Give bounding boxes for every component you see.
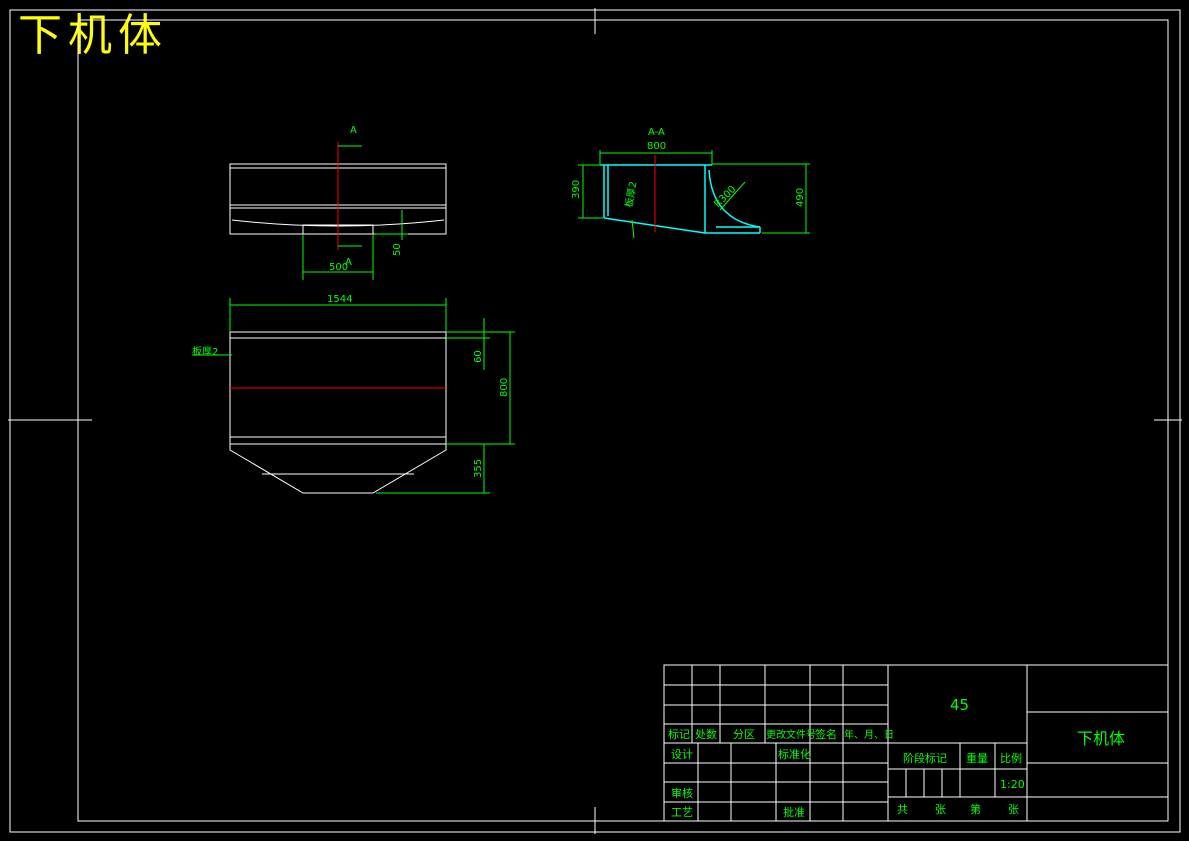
- tb-count: 处数: [695, 728, 717, 741]
- tb-signature: 签名: [815, 727, 837, 741]
- tb-design: 设计: [671, 748, 693, 761]
- drawing-frame: [8, 8, 1182, 834]
- tb-approve: 批准: [783, 805, 805, 819]
- section-radius-note: R300: [712, 184, 738, 210]
- section-mark-bottom: A: [345, 257, 352, 268]
- tb-mark: 标记: [668, 727, 690, 741]
- tb-change-doc: 更改文件号: [766, 728, 816, 741]
- tb-weight: 重量: [966, 751, 988, 765]
- dim-total-length: 1544: [327, 294, 352, 305]
- section-mark-top: A: [350, 125, 357, 136]
- tb-scale: 1:20: [1000, 778, 1025, 791]
- tb-page-no: 第: [970, 802, 981, 816]
- dim-section-left: 390: [571, 180, 582, 199]
- tb-zone: 分区: [733, 728, 755, 741]
- tb-standardization: 标准化: [778, 747, 811, 761]
- dim-hopper-height: 355: [473, 459, 484, 478]
- dim-flange-depth: 50: [392, 243, 403, 256]
- tb-scale-label: 比例: [1000, 751, 1022, 765]
- drawing-title: 下机体: [18, 10, 168, 61]
- top-view: A A 500 50: [229, 125, 447, 280]
- section-view: A-A 800 390 490 板厚2 R300: [571, 127, 810, 239]
- title-block: 标记 处数 分区 更改文件号 签名 年、月、日 设计 标准化 审核 工艺 批准 …: [663, 664, 1169, 822]
- dim-outlet-width: 500: [329, 262, 348, 273]
- front-plate-note: 板厚2: [192, 345, 218, 358]
- tb-review: 审核: [671, 786, 693, 800]
- tb-sheet: 张: [1008, 803, 1019, 816]
- front-view: 1544 板厚2 60 800 355: [192, 294, 515, 494]
- section-plate-note: 板厚2: [622, 180, 639, 208]
- tb-total: 共: [897, 803, 908, 816]
- dim-section-top: 800: [647, 141, 666, 152]
- dim-body-height: 800: [499, 378, 510, 397]
- hopper-outline: [229, 444, 447, 494]
- tb-sheets: 张: [935, 803, 946, 816]
- tb-part-name: 下机体: [1077, 729, 1125, 748]
- tb-date: 年、月、日: [844, 728, 894, 741]
- dim-top-band: 60: [473, 350, 484, 363]
- dim-section-right: 490: [795, 188, 806, 207]
- tb-stage-mark: 阶段标记: [903, 751, 947, 765]
- tb-process: 工艺: [671, 806, 693, 819]
- section-label: A-A: [648, 127, 665, 138]
- tb-material: 45: [950, 696, 969, 714]
